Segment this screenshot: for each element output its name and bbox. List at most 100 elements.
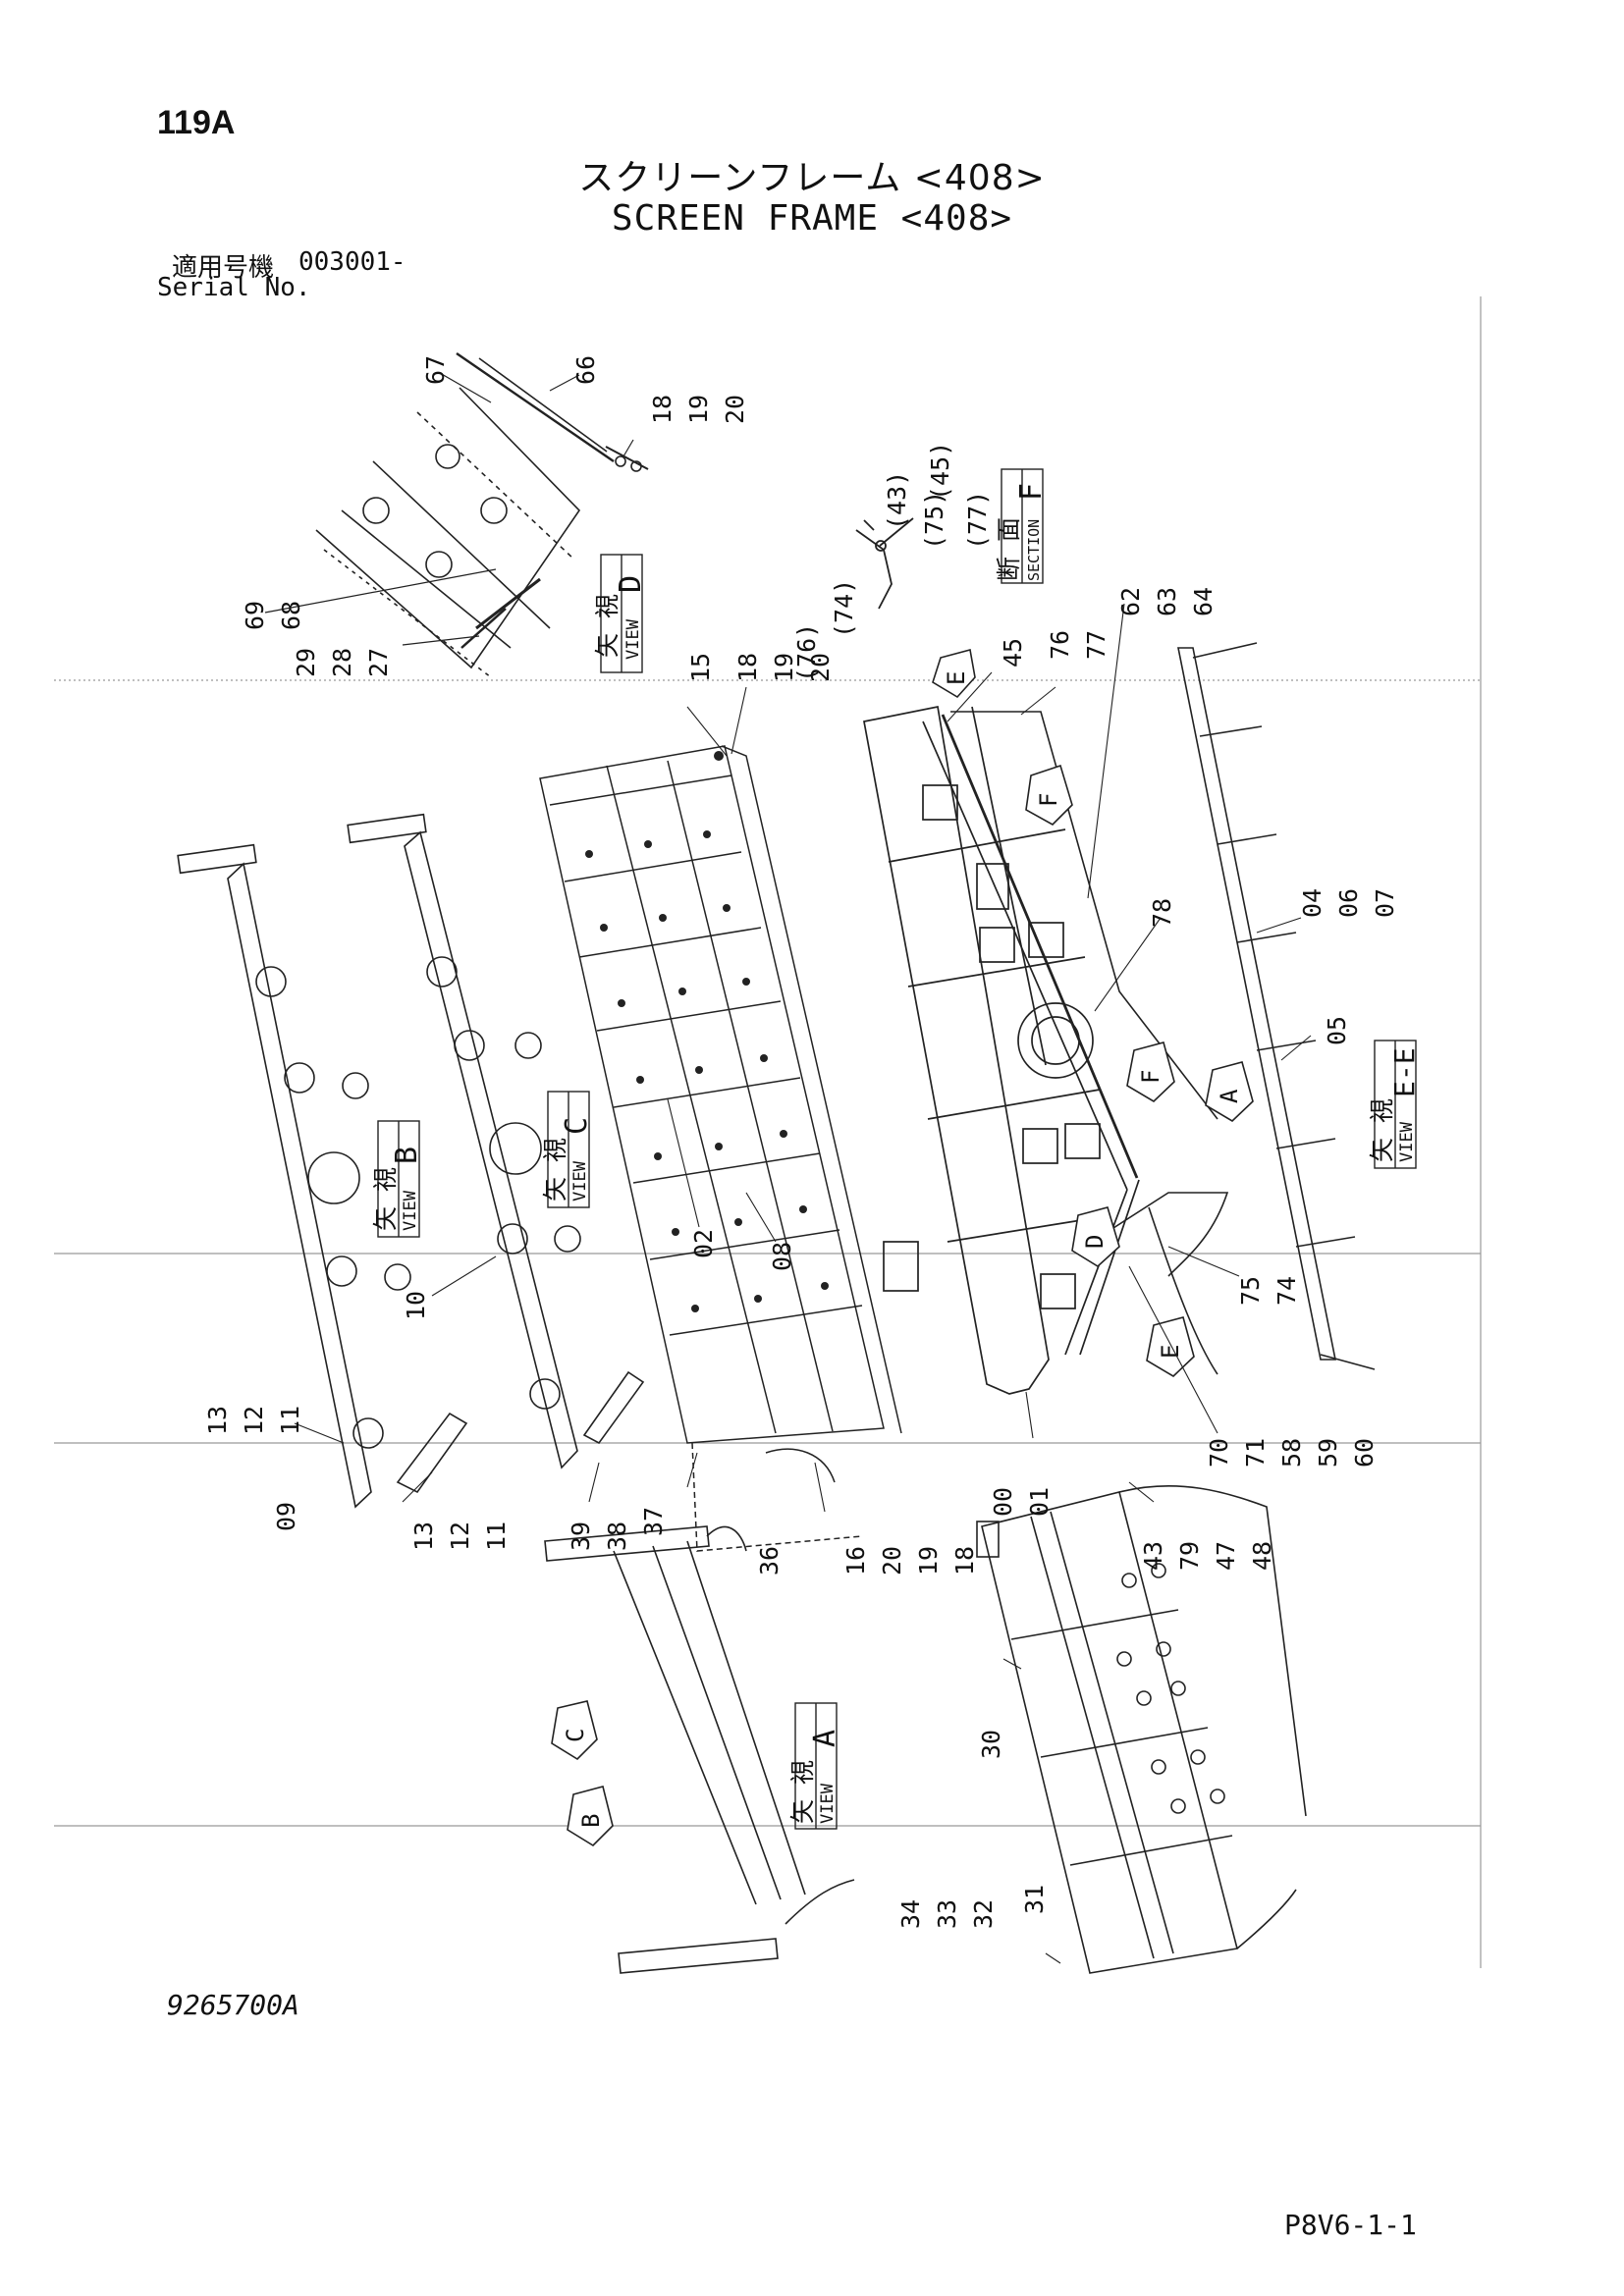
- callout-34: 34: [896, 1899, 925, 1929]
- callout-02: 02: [689, 1229, 718, 1258]
- view-c-label-box: [547, 1091, 590, 1208]
- callout-00: 00: [989, 1487, 1017, 1517]
- serial-number: 003001-: [298, 247, 406, 277]
- view-ee-jp: 矢 視: [1368, 1098, 1396, 1162]
- arrow-f-2: [1126, 1041, 1175, 1102]
- leader-lines: [294, 603, 1312, 1964]
- callout-62: 62: [1116, 587, 1145, 616]
- callout-27: 27: [364, 648, 393, 677]
- callout-36: 36: [755, 1546, 784, 1575]
- callout-18-b: 18: [733, 653, 762, 682]
- arrow-a-letter: A: [1216, 1089, 1243, 1103]
- callout-71: 71: [1241, 1438, 1270, 1468]
- callout-19-c: 19: [914, 1546, 943, 1575]
- callout-19-a: 19: [684, 395, 713, 424]
- arrow-e-top-letter: E: [943, 671, 970, 685]
- page-number: 119A: [157, 104, 236, 141]
- view-b-en: VIEW: [401, 1190, 420, 1231]
- drawing-number: 9265700A: [167, 1989, 299, 2021]
- section-f-en: SECTION: [1025, 519, 1043, 581]
- callout-33: 33: [933, 1899, 961, 1929]
- page-title: SCREEN FRAME <408>: [611, 198, 1013, 239]
- callout-05: 05: [1323, 1016, 1351, 1045]
- arrow-f-2-letter: F: [1137, 1070, 1164, 1084]
- callout-10: 10: [402, 1291, 430, 1320]
- arrow-e-bottom: [1146, 1316, 1195, 1377]
- view-c-letter: C: [560, 1117, 594, 1135]
- section-f-label-box: [1001, 468, 1044, 584]
- arrow-d: [1071, 1206, 1120, 1267]
- callout-08: 08: [768, 1242, 796, 1271]
- callout-11-a: 11: [276, 1406, 304, 1435]
- section-f-jp: 断 面: [995, 517, 1023, 581]
- callout-68: 68: [277, 601, 305, 630]
- view-d-letter: D: [614, 575, 648, 593]
- arrow-f-1-letter: F: [1035, 793, 1062, 807]
- screen-mesh-deck: [539, 745, 902, 1552]
- callout-39: 39: [567, 1522, 595, 1551]
- view-c-en: VIEW: [570, 1160, 590, 1201]
- callout-20-c: 20: [878, 1546, 906, 1575]
- arrow-e-bottom-letter: E: [1157, 1345, 1184, 1359]
- callout-12-b: 12: [446, 1522, 474, 1551]
- page-title-japanese: スクリーンフレーム <408>: [578, 158, 1046, 198]
- section-f-letter: F: [1014, 483, 1049, 501]
- view-a-detail: [544, 1525, 855, 1974]
- bottom-right-detail: [976, 1485, 1307, 1974]
- callout-38: 38: [603, 1522, 631, 1551]
- view-b-jp: 矢 視: [371, 1167, 400, 1231]
- callout-75: 75: [1236, 1276, 1265, 1306]
- arrow-e-top: [932, 649, 976, 699]
- callout-31: 31: [1020, 1885, 1049, 1914]
- callout-09: 09: [272, 1502, 300, 1531]
- arrow-letters: E F F A D E C B: [562, 671, 1243, 1828]
- arrow-a: [1205, 1061, 1254, 1122]
- callout-69: 69: [241, 601, 269, 630]
- callout-12-a: 12: [240, 1406, 268, 1435]
- callout-32: 32: [969, 1899, 998, 1929]
- drawing-frame: [54, 296, 1482, 1968]
- callout-20-a: 20: [721, 395, 749, 424]
- view-a-letter: A: [808, 1730, 842, 1747]
- view-d-en: VIEW: [623, 618, 643, 660]
- callout-47: 47: [1212, 1541, 1240, 1571]
- callout-18-c: 18: [950, 1546, 979, 1575]
- arrow-d-letter: D: [1081, 1235, 1109, 1249]
- serial-label: Serial No.: [157, 273, 311, 302]
- callout-11-b: 11: [482, 1522, 511, 1551]
- callout-63: 63: [1153, 587, 1181, 616]
- view-d-leaders: [264, 372, 634, 646]
- callout-20-b: 20: [806, 653, 835, 682]
- arrow-c: [551, 1700, 598, 1761]
- callout-76-paren: (76): [792, 623, 821, 682]
- callout-45: 45: [999, 638, 1027, 667]
- callout-79: 79: [1175, 1541, 1204, 1571]
- view-arrows: [551, 649, 1254, 1847]
- callout-19-b: 19: [770, 653, 798, 682]
- callout-70: 70: [1205, 1438, 1233, 1468]
- callout-76: 76: [1046, 630, 1074, 660]
- callout-64: 64: [1189, 587, 1218, 616]
- callout-60: 60: [1350, 1438, 1379, 1468]
- page-code: P8V6-1-1: [1284, 2209, 1417, 2241]
- view-ee-label-box: [1374, 1040, 1417, 1169]
- view-a-label-box: [794, 1702, 838, 1830]
- callout-43: 43: [1139, 1541, 1167, 1571]
- callout-18-a: 18: [648, 395, 677, 424]
- callout-75-paren: (75): [920, 491, 948, 550]
- callout-28: 28: [328, 648, 356, 677]
- callout-04: 04: [1298, 888, 1326, 918]
- view-d-detail: [315, 352, 649, 678]
- view-b-label-box: [377, 1120, 420, 1238]
- serial-label-japanese: 適用号機: [172, 253, 275, 283]
- callout-37: 37: [639, 1507, 668, 1536]
- arrow-c-letter: C: [562, 1729, 589, 1742]
- arrow-f-1: [1025, 764, 1073, 826]
- callout-58: 58: [1277, 1438, 1306, 1468]
- callout-77: 77: [1082, 630, 1110, 660]
- callout-43-paren: (43): [883, 471, 911, 530]
- callout-59: 59: [1314, 1438, 1342, 1468]
- callout-13-b: 13: [409, 1522, 438, 1551]
- callout-16: 16: [841, 1546, 870, 1575]
